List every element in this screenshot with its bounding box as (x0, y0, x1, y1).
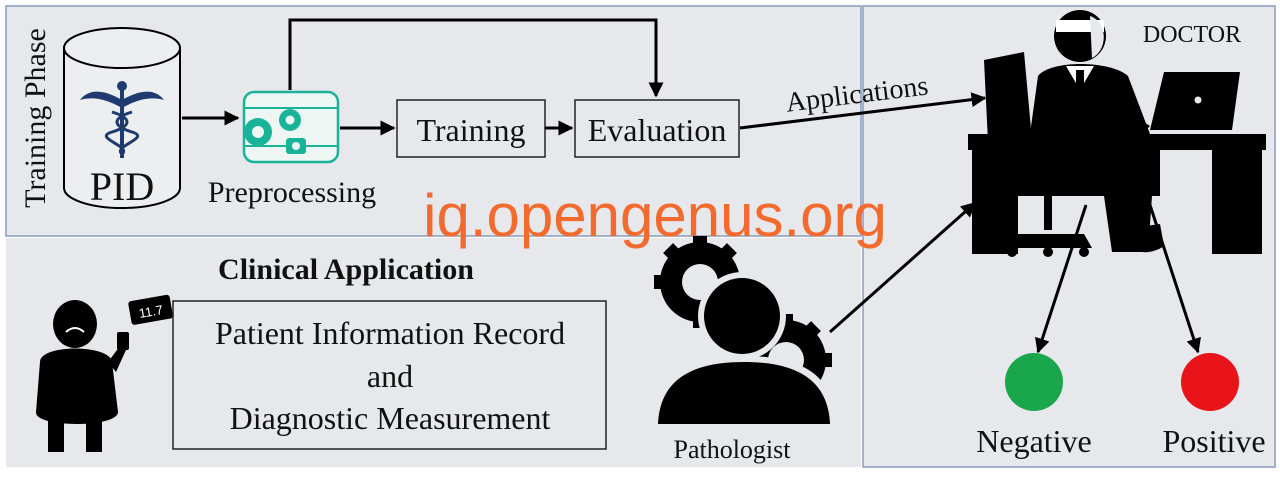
pid-label: PID (90, 164, 154, 209)
negative-indicator (1005, 353, 1063, 411)
record-line-3: Diagnostic Measurement (230, 400, 551, 436)
arrow-preprocessing-to-evaluation (288, 18, 664, 98)
record-line-2: and (367, 358, 413, 394)
arrow-evaluation-to-doctor (739, 92, 987, 130)
record-line-1: Patient Information Record (215, 315, 565, 351)
positive-indicator (1181, 353, 1239, 411)
positive-label: Positive (1162, 423, 1265, 459)
caduceus-icon (80, 81, 164, 158)
preprocessing-label: Preprocessing (208, 176, 376, 209)
patient-record-box (172, 300, 607, 450)
training-box (396, 99, 546, 158)
glucose-reading: 11.7 (138, 302, 165, 321)
clinical-application-title: Clinical Application (218, 253, 474, 286)
doctor-label: DOCTOR (1143, 22, 1241, 48)
preprocessing-icon (242, 90, 340, 164)
arrow-doctor-to-positive (1148, 204, 1201, 354)
patient-icon (35, 294, 173, 452)
arrow-doctor-to-negative (1035, 204, 1088, 354)
pathologist-label: Pathologist (673, 435, 791, 464)
negative-label: Negative (976, 423, 1092, 459)
evaluation-label: Evaluation (588, 112, 727, 148)
training-phase-label: Training Phase (19, 28, 52, 208)
watermark: iq.opengenus.org (423, 182, 887, 249)
doctor-at-desk-icon (968, 10, 1266, 257)
pathologist-icon (650, 236, 836, 424)
training-label: Training (416, 112, 525, 148)
evaluation-box (574, 99, 740, 158)
arrow-pathologist-to-doctor (829, 201, 977, 334)
